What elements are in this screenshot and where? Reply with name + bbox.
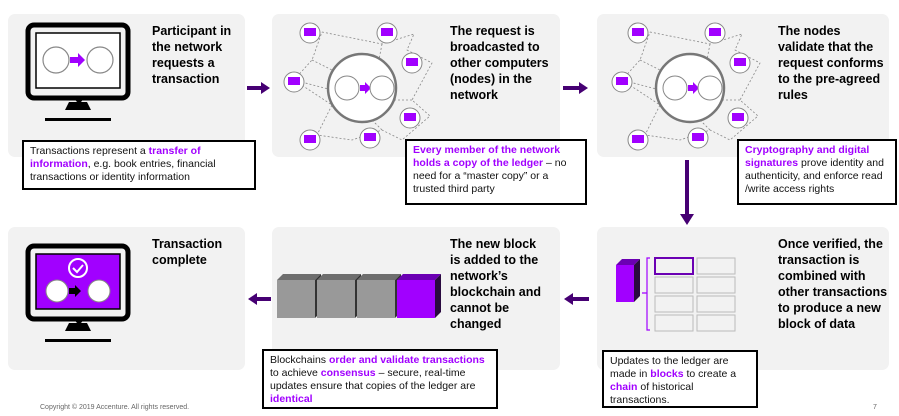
step-4-note: Updates to the ledger are made in blocks…	[602, 350, 758, 408]
note-text: Blockchains	[270, 354, 329, 366]
completed-computer-icon	[25, 243, 131, 342]
step-2-title: The request is broadcasted to other comp…	[450, 24, 549, 102]
note-text: of historical transactions.	[610, 381, 694, 406]
copyright: Copyright © 2019 Accenture. All rights r…	[40, 404, 190, 411]
arrow-right-icon	[563, 82, 588, 94]
step-5-note: Blockchains order and validate transacti…	[262, 349, 498, 409]
note-highlight: blocks	[650, 368, 684, 380]
note-text: – no need for a “master copy” or a trust…	[413, 157, 567, 195]
step-4-panel	[597, 227, 889, 370]
step-2-panel	[272, 14, 560, 157]
note-text: , e.g. book entries, financial transacti…	[30, 158, 216, 183]
network-nodes-icon	[283, 22, 433, 151]
note-highlight: Cryptography and digital signatures	[745, 144, 870, 169]
arrow-left-icon	[564, 293, 589, 305]
arrow-right-icon	[247, 82, 270, 94]
note-highlight: transfer of information	[30, 145, 201, 170]
note-highlight: Every member of the network holds a copy…	[413, 144, 561, 169]
note-text: Transactions represent a	[30, 145, 149, 157]
step-1-title: Participant in the network requests a tr…	[152, 24, 232, 86]
validated-nodes-icon	[611, 22, 761, 151]
step-1-note: Transactions represent a transfer of inf…	[22, 140, 256, 190]
blockchain-icon	[277, 274, 441, 318]
arrow-down-icon	[680, 160, 694, 225]
note-text: to create a	[683, 368, 737, 380]
arrow-left-icon	[248, 293, 271, 305]
note-text: to achieve	[270, 367, 321, 379]
step-3-note: Cryptography and digital signatures prov…	[737, 139, 897, 205]
step-3-title: The nodes validate that the request conf…	[778, 24, 884, 102]
note-highlight: consensus	[320, 367, 376, 379]
note-text: prove identity and authenticity, and enf…	[745, 157, 884, 195]
note-text: – secure, real-time updates ensure that …	[270, 367, 476, 392]
note-highlight: order and validate transactions	[328, 354, 485, 366]
step-2-note: Every member of the network holds a copy…	[405, 139, 587, 205]
note-text: Updates to the ledger are made in	[610, 355, 729, 380]
computer-icon	[25, 22, 131, 121]
note-highlight: identical	[270, 393, 313, 405]
note-highlight: chain	[610, 381, 638, 393]
page-number: 7	[873, 404, 877, 411]
block-transactions-icon	[616, 257, 736, 332]
step-6-title: Transaction complete	[152, 237, 223, 267]
step-4-title: Once verified, the transaction is combin…	[778, 237, 888, 331]
step-5-title: The new block is added to the network’s …	[450, 237, 541, 331]
